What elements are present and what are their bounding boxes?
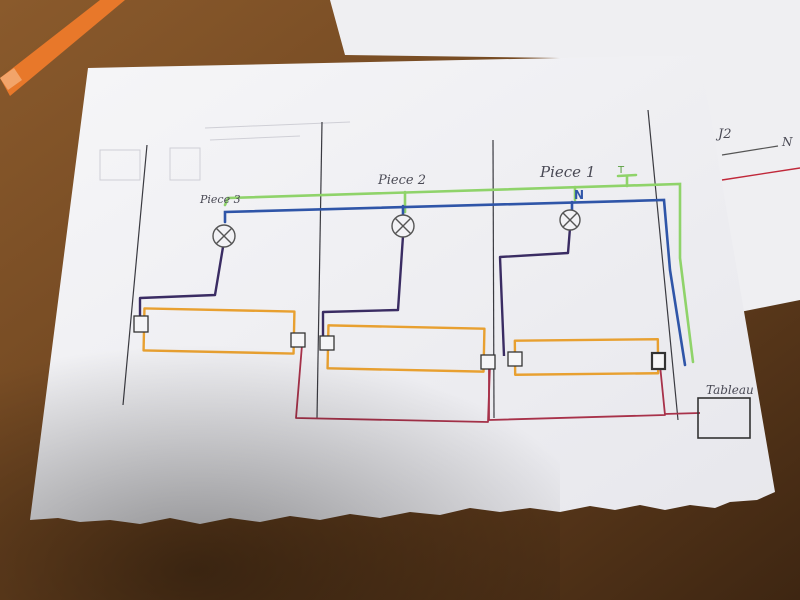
room-1-label: Piece 1 [539, 163, 595, 181]
erased-sketch [99, 121, 351, 181]
neutral-label: N [574, 188, 584, 202]
side-note-code: J2 [715, 127, 731, 142]
lamp-icon [212, 224, 236, 248]
lamp-icon [391, 214, 415, 238]
side-note: J2 N [715, 127, 800, 181]
side-note-neutral: N [781, 135, 793, 149]
room-2-label: Piece 2 [377, 173, 426, 188]
earth-wire [223, 173, 695, 364]
lamp-icon [559, 209, 581, 231]
hand-shadow [0, 300, 560, 600]
pen-icon [0, 0, 125, 96]
room-3-label: Piece 3 [199, 193, 241, 206]
background-sheet [330, 0, 800, 312]
panel-label: Tableau [706, 383, 754, 397]
earth-label: T [617, 165, 625, 176]
panel-box-icon [697, 397, 751, 439]
